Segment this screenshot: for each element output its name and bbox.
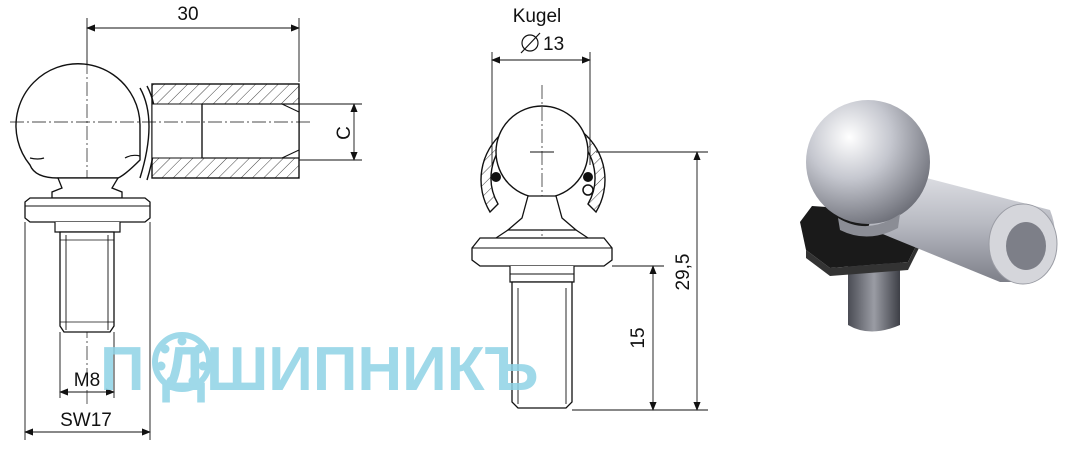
threaded-shank xyxy=(59,231,115,333)
3d-pin xyxy=(848,262,900,332)
3d-render xyxy=(800,100,1058,332)
dim-c-label: C xyxy=(334,126,355,140)
dim-sw17-label: SW17 xyxy=(60,410,112,431)
watermark: П ДШИПНИКЪ xyxy=(100,332,538,404)
kugel-label: Kugel xyxy=(513,6,562,27)
dim-m8-label: M8 xyxy=(74,370,100,391)
ball-outline xyxy=(15,63,141,179)
3d-ball xyxy=(806,100,930,224)
dim-29-5-label: 29,5 xyxy=(673,254,694,291)
side-view: 30 C xyxy=(10,4,362,440)
watermark-bearing-icon xyxy=(152,332,212,392)
hex-flange xyxy=(24,197,151,223)
watermark-text: П ДШИПНИКЪ xyxy=(100,335,538,404)
diameter-value: 13 xyxy=(543,34,564,55)
dim-15-label: 15 xyxy=(628,327,649,348)
threaded-shank-front xyxy=(511,281,573,409)
hex-flange-front xyxy=(471,237,613,267)
ball-diameter-label: 13 xyxy=(520,32,564,55)
dim-30-label: 30 xyxy=(177,4,198,25)
front-section-view: Kugel 13 xyxy=(471,6,708,411)
